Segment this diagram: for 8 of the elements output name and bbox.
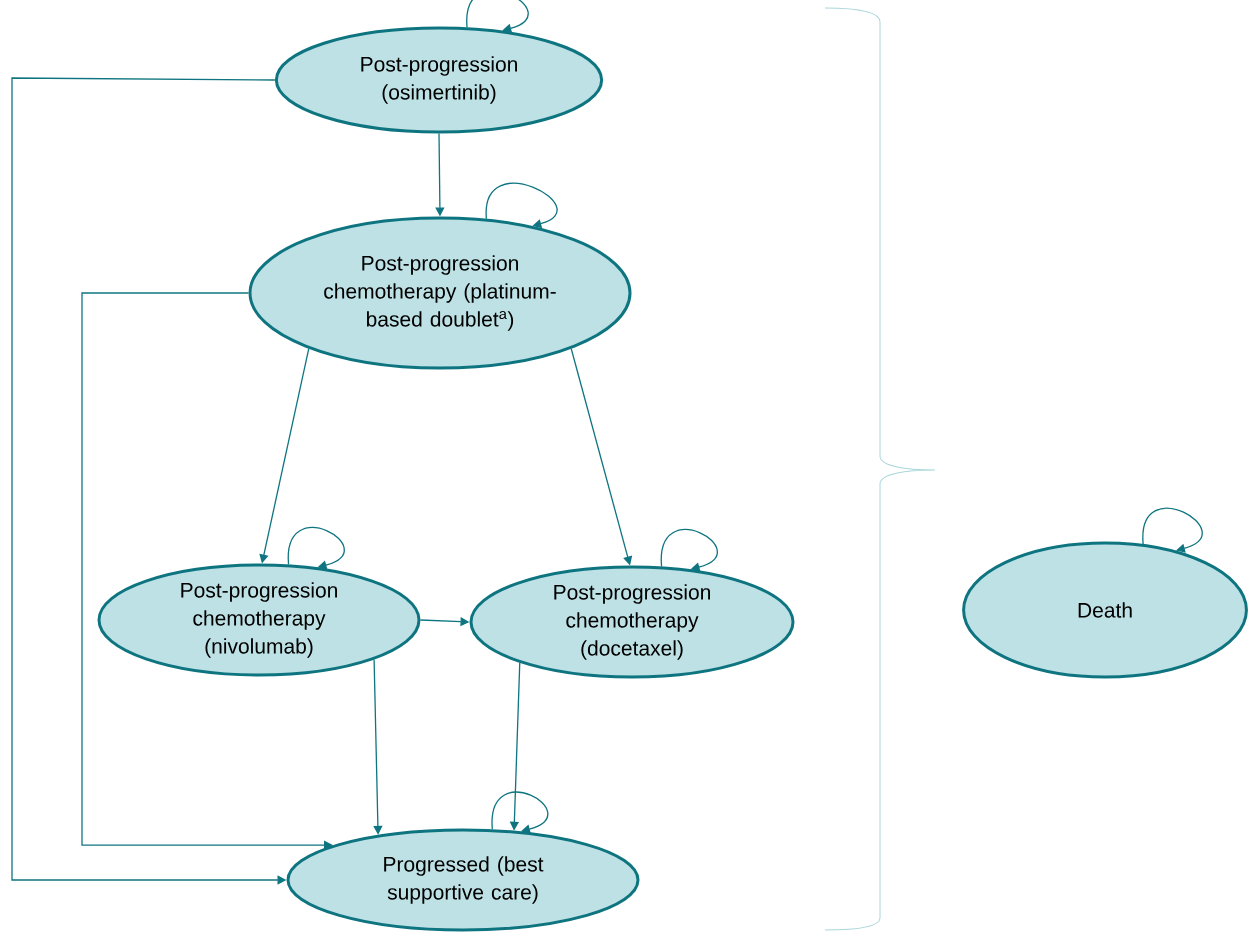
arrow <box>373 659 383 835</box>
self-loop-arrow <box>466 0 529 33</box>
self-loop-arrow <box>660 529 718 572</box>
self-loop-arrow <box>485 182 558 229</box>
arrow <box>81 292 333 850</box>
self-loop-arrow <box>1142 507 1203 553</box>
self-loop-arrow <box>287 527 345 570</box>
self-loop-arrow <box>491 791 549 834</box>
